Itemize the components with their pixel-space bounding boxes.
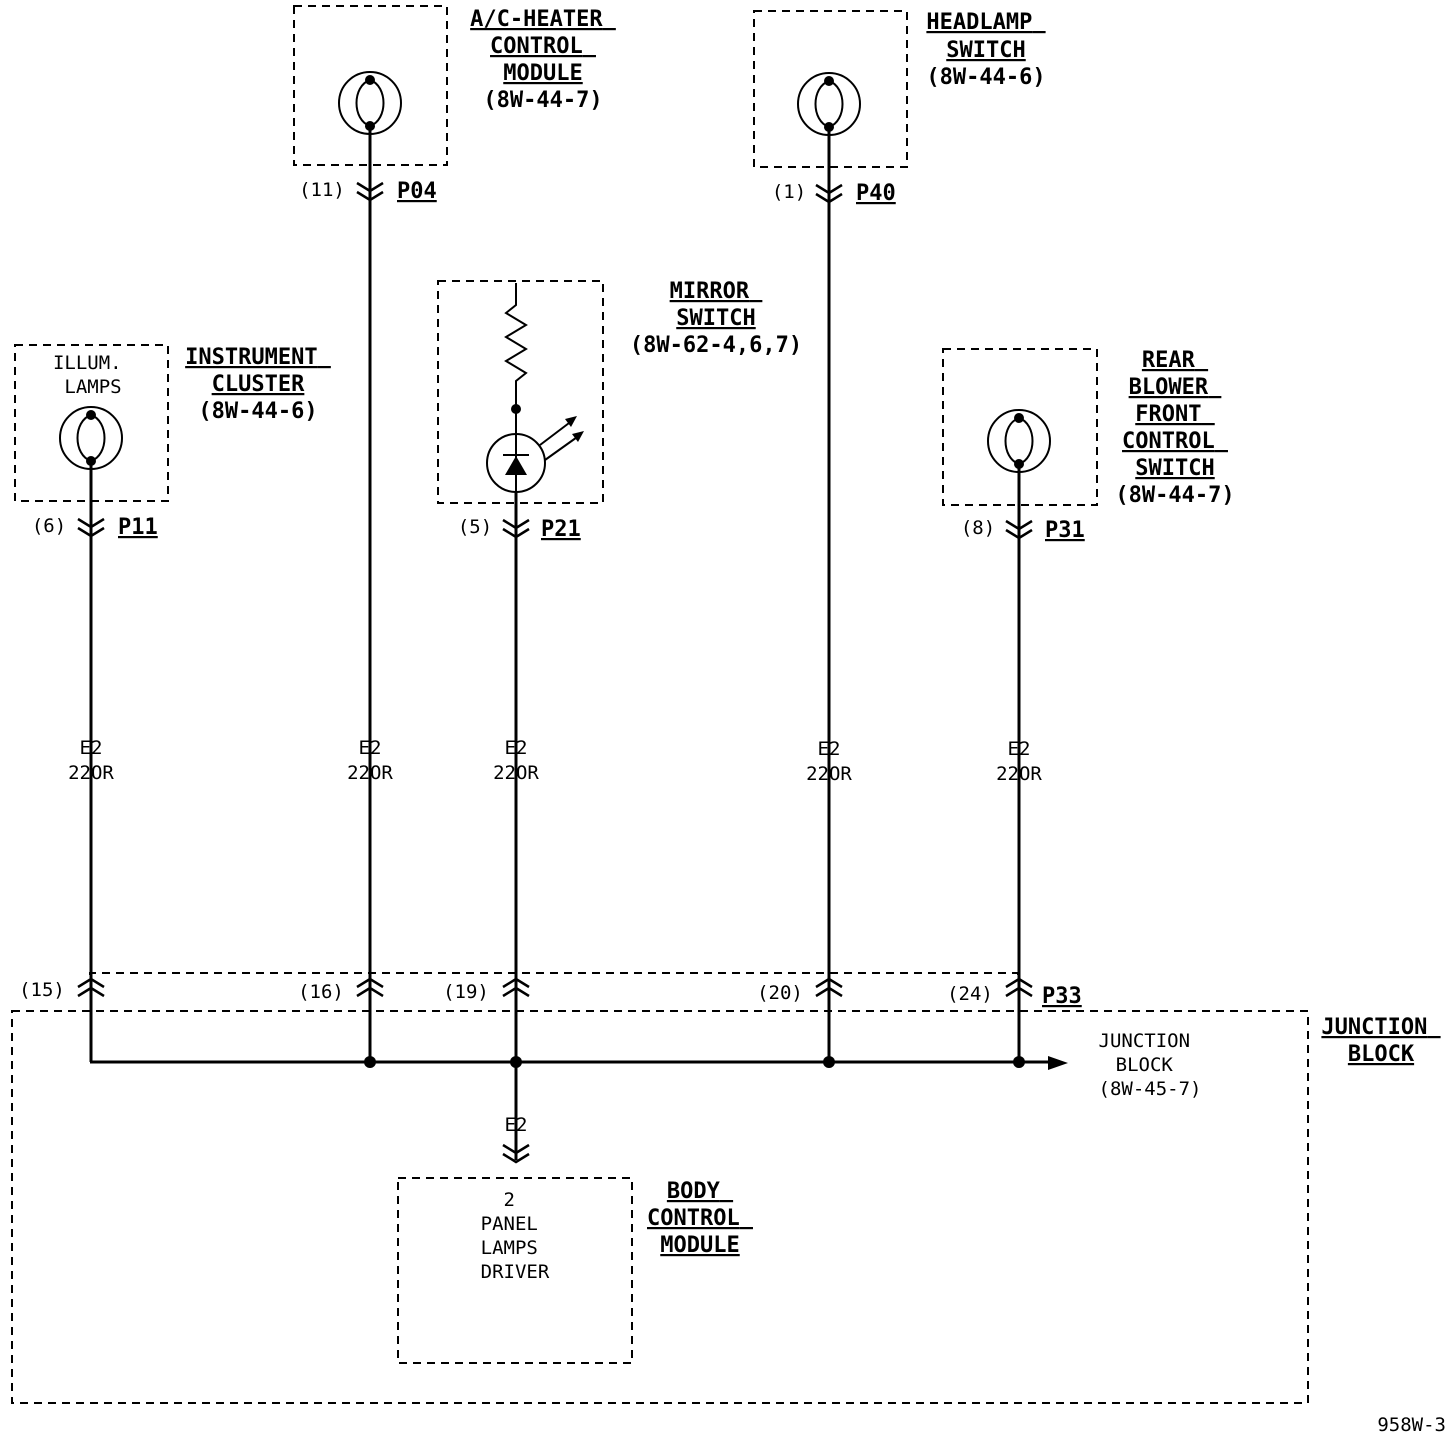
svg-text:22OR: 22OR — [347, 762, 393, 784]
instrument-title: INSTRUMENT CLUSTER — [185, 345, 331, 397]
splice-dot — [364, 1056, 376, 1068]
instrument-ref: (8W-44-6) — [198, 399, 317, 424]
connector-p11-icon — [77, 517, 105, 538]
splice-dot — [510, 1056, 522, 1068]
p04-id: P04 — [397, 179, 437, 204]
led-icon — [486, 409, 584, 493]
p31-id: P31 — [1045, 518, 1085, 543]
svg-text:22OR: 22OR — [68, 762, 114, 784]
wire-label-p11: E2 22OR — [68, 737, 114, 784]
ac-heater-title: A/C-HEATER CONTROL MODULE — [470, 7, 616, 86]
ac-heater-box — [293, 5, 448, 166]
body-control-inner: 2 PANEL LAMPS DRIVER — [481, 1189, 550, 1283]
p33-outline — [89, 972, 1019, 979]
svg-text:22OR: 22OR — [493, 762, 539, 784]
svg-text:E2: E2 — [80, 737, 103, 759]
illum-lamps-label: ILLUM. LAMPS — [53, 352, 133, 398]
p40-id: P40 — [856, 181, 896, 206]
headlamp-title: HEADLAMP SWITCH — [926, 10, 1045, 63]
svg-text:22OR: 22OR — [996, 763, 1042, 785]
rear-blower-ref: (8W-44-7) — [1115, 483, 1234, 508]
mirror-title: MIRROR SWITCH — [670, 279, 763, 331]
svg-text:E2: E2 — [359, 737, 382, 759]
connector-p31-icon — [1005, 519, 1033, 540]
svg-text:E2: E2 — [1008, 738, 1031, 760]
ac-heater-ref: (8W-44-7) — [483, 88, 602, 113]
mirror-box — [437, 280, 604, 504]
splice-dot — [823, 1056, 835, 1068]
connector-p04-icon — [356, 181, 384, 202]
p33-id: P33 — [1042, 984, 1082, 1009]
wire-label-p31: E2 22OR — [996, 738, 1042, 785]
p21-pin: (5) — [458, 516, 492, 538]
p33-pin-24: (24) — [947, 983, 993, 1005]
headlamp-ref: (8W-44-6) — [926, 65, 1045, 90]
junction-block-box — [11, 1010, 1309, 1404]
rear-blower-lamp-icon — [987, 409, 1051, 473]
wire-label-p21: E2 22OR — [493, 737, 539, 784]
svg-text:E2: E2 — [818, 738, 841, 760]
ac-heater-lamp-icon — [338, 71, 402, 135]
p21-id: P21 — [541, 517, 581, 542]
rear-blower-title: REAR BLOWER FRONT CONTROL SWITCH — [1122, 348, 1228, 481]
wire-label-p40: E2 22OR — [806, 738, 852, 785]
drawing-number: 958W-3 — [1377, 1414, 1446, 1436]
wire-label-p04: E2 22OR — [347, 737, 393, 784]
body-control-title: BODY CONTROL MODULE — [647, 1179, 753, 1258]
p11-id: P11 — [118, 515, 158, 540]
bus-arrow-icon — [1048, 1056, 1068, 1070]
p31-pin: (8) — [961, 517, 995, 539]
svg-text:22OR: 22OR — [806, 763, 852, 785]
wire-label-bcm: E2 — [505, 1114, 528, 1136]
p33-pin-16: (16) — [298, 981, 344, 1003]
svg-text:E2: E2 — [505, 737, 528, 759]
connector-p33-icon — [77, 977, 1033, 998]
p33-pin-19: (19) — [443, 981, 489, 1003]
junction-block-title: JUNCTION BLOCK — [1321, 1015, 1440, 1067]
p11-pin: (6) — [32, 515, 66, 537]
illum-lamp-icon — [59, 406, 123, 470]
p04-pin: (11) — [299, 179, 345, 201]
resistor-icon — [504, 283, 528, 414]
connector-p21-icon — [502, 518, 530, 539]
connector-p40-icon — [815, 183, 843, 204]
body-control-box — [397, 1177, 633, 1364]
headlamp-lamp-icon — [797, 72, 861, 136]
connector-bcm-icon — [502, 1143, 530, 1164]
splice-dot — [1013, 1056, 1025, 1068]
p33-pin-15: (15) — [19, 979, 65, 1001]
p33-pin-20: (20) — [757, 982, 803, 1004]
p40-pin: (1) — [772, 181, 806, 203]
junction-block-inner: JUNCTION BLOCK (8W-45-7) — [1099, 1030, 1202, 1100]
mirror-ref: (8W-62-4,6,7) — [630, 333, 802, 358]
rear-blower-box — [942, 348, 1098, 506]
